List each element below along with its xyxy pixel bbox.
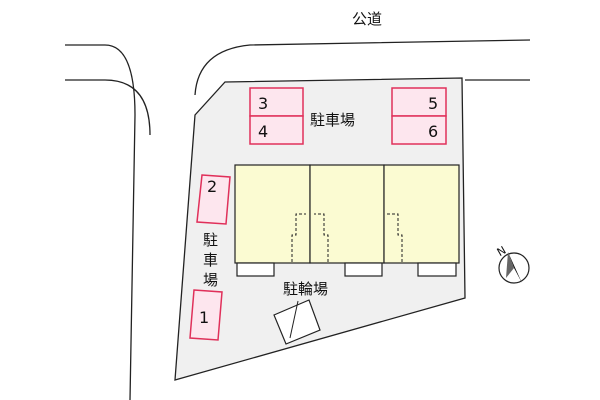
parking-space-4: 4: [249, 115, 304, 145]
svg-text:4: 4: [258, 122, 268, 141]
parking-label-top: 駐車場: [310, 111, 355, 129]
porch-2: [344, 262, 383, 277]
road-edge-right: [194, 39, 531, 96]
svg-text:5: 5: [428, 94, 438, 113]
bicycle-shed: [273, 299, 321, 345]
svg-text:6: 6: [428, 122, 438, 141]
road-edge-left-curve: [65, 79, 151, 136]
svg-text:2: 2: [207, 177, 217, 196]
porch-1: [236, 262, 275, 277]
building-unit-1: [234, 164, 311, 264]
porch-3: [417, 262, 457, 277]
svg-text:車: 車: [203, 251, 218, 269]
building-unit-2: [309, 164, 385, 264]
stair-outline-3: [387, 213, 403, 262]
bicycle-parking-label: 駐輪場: [283, 280, 328, 298]
svg-text:1: 1: [199, 308, 209, 327]
svg-text:3: 3: [258, 94, 268, 113]
building-unit-3: [383, 164, 460, 264]
parking-space-3: 3: [249, 87, 304, 117]
parking-space-2: 2: [196, 174, 231, 225]
parking-label-left: 駐 車 場: [203, 231, 218, 289]
stair-outline-2: [314, 213, 329, 262]
svg-text:駐: 駐: [203, 231, 218, 249]
parking-space-1: 1: [189, 289, 223, 341]
parking-space-5: 5: [391, 87, 447, 117]
north-compass-icon: N: [495, 244, 530, 284]
road-edge-left-line: [65, 44, 136, 400]
svg-text:場: 場: [203, 271, 218, 289]
building: [234, 164, 460, 277]
stair-outline-1: [291, 213, 306, 262]
road-label: 公道: [352, 10, 382, 28]
parking-space-6: 6: [391, 115, 447, 145]
